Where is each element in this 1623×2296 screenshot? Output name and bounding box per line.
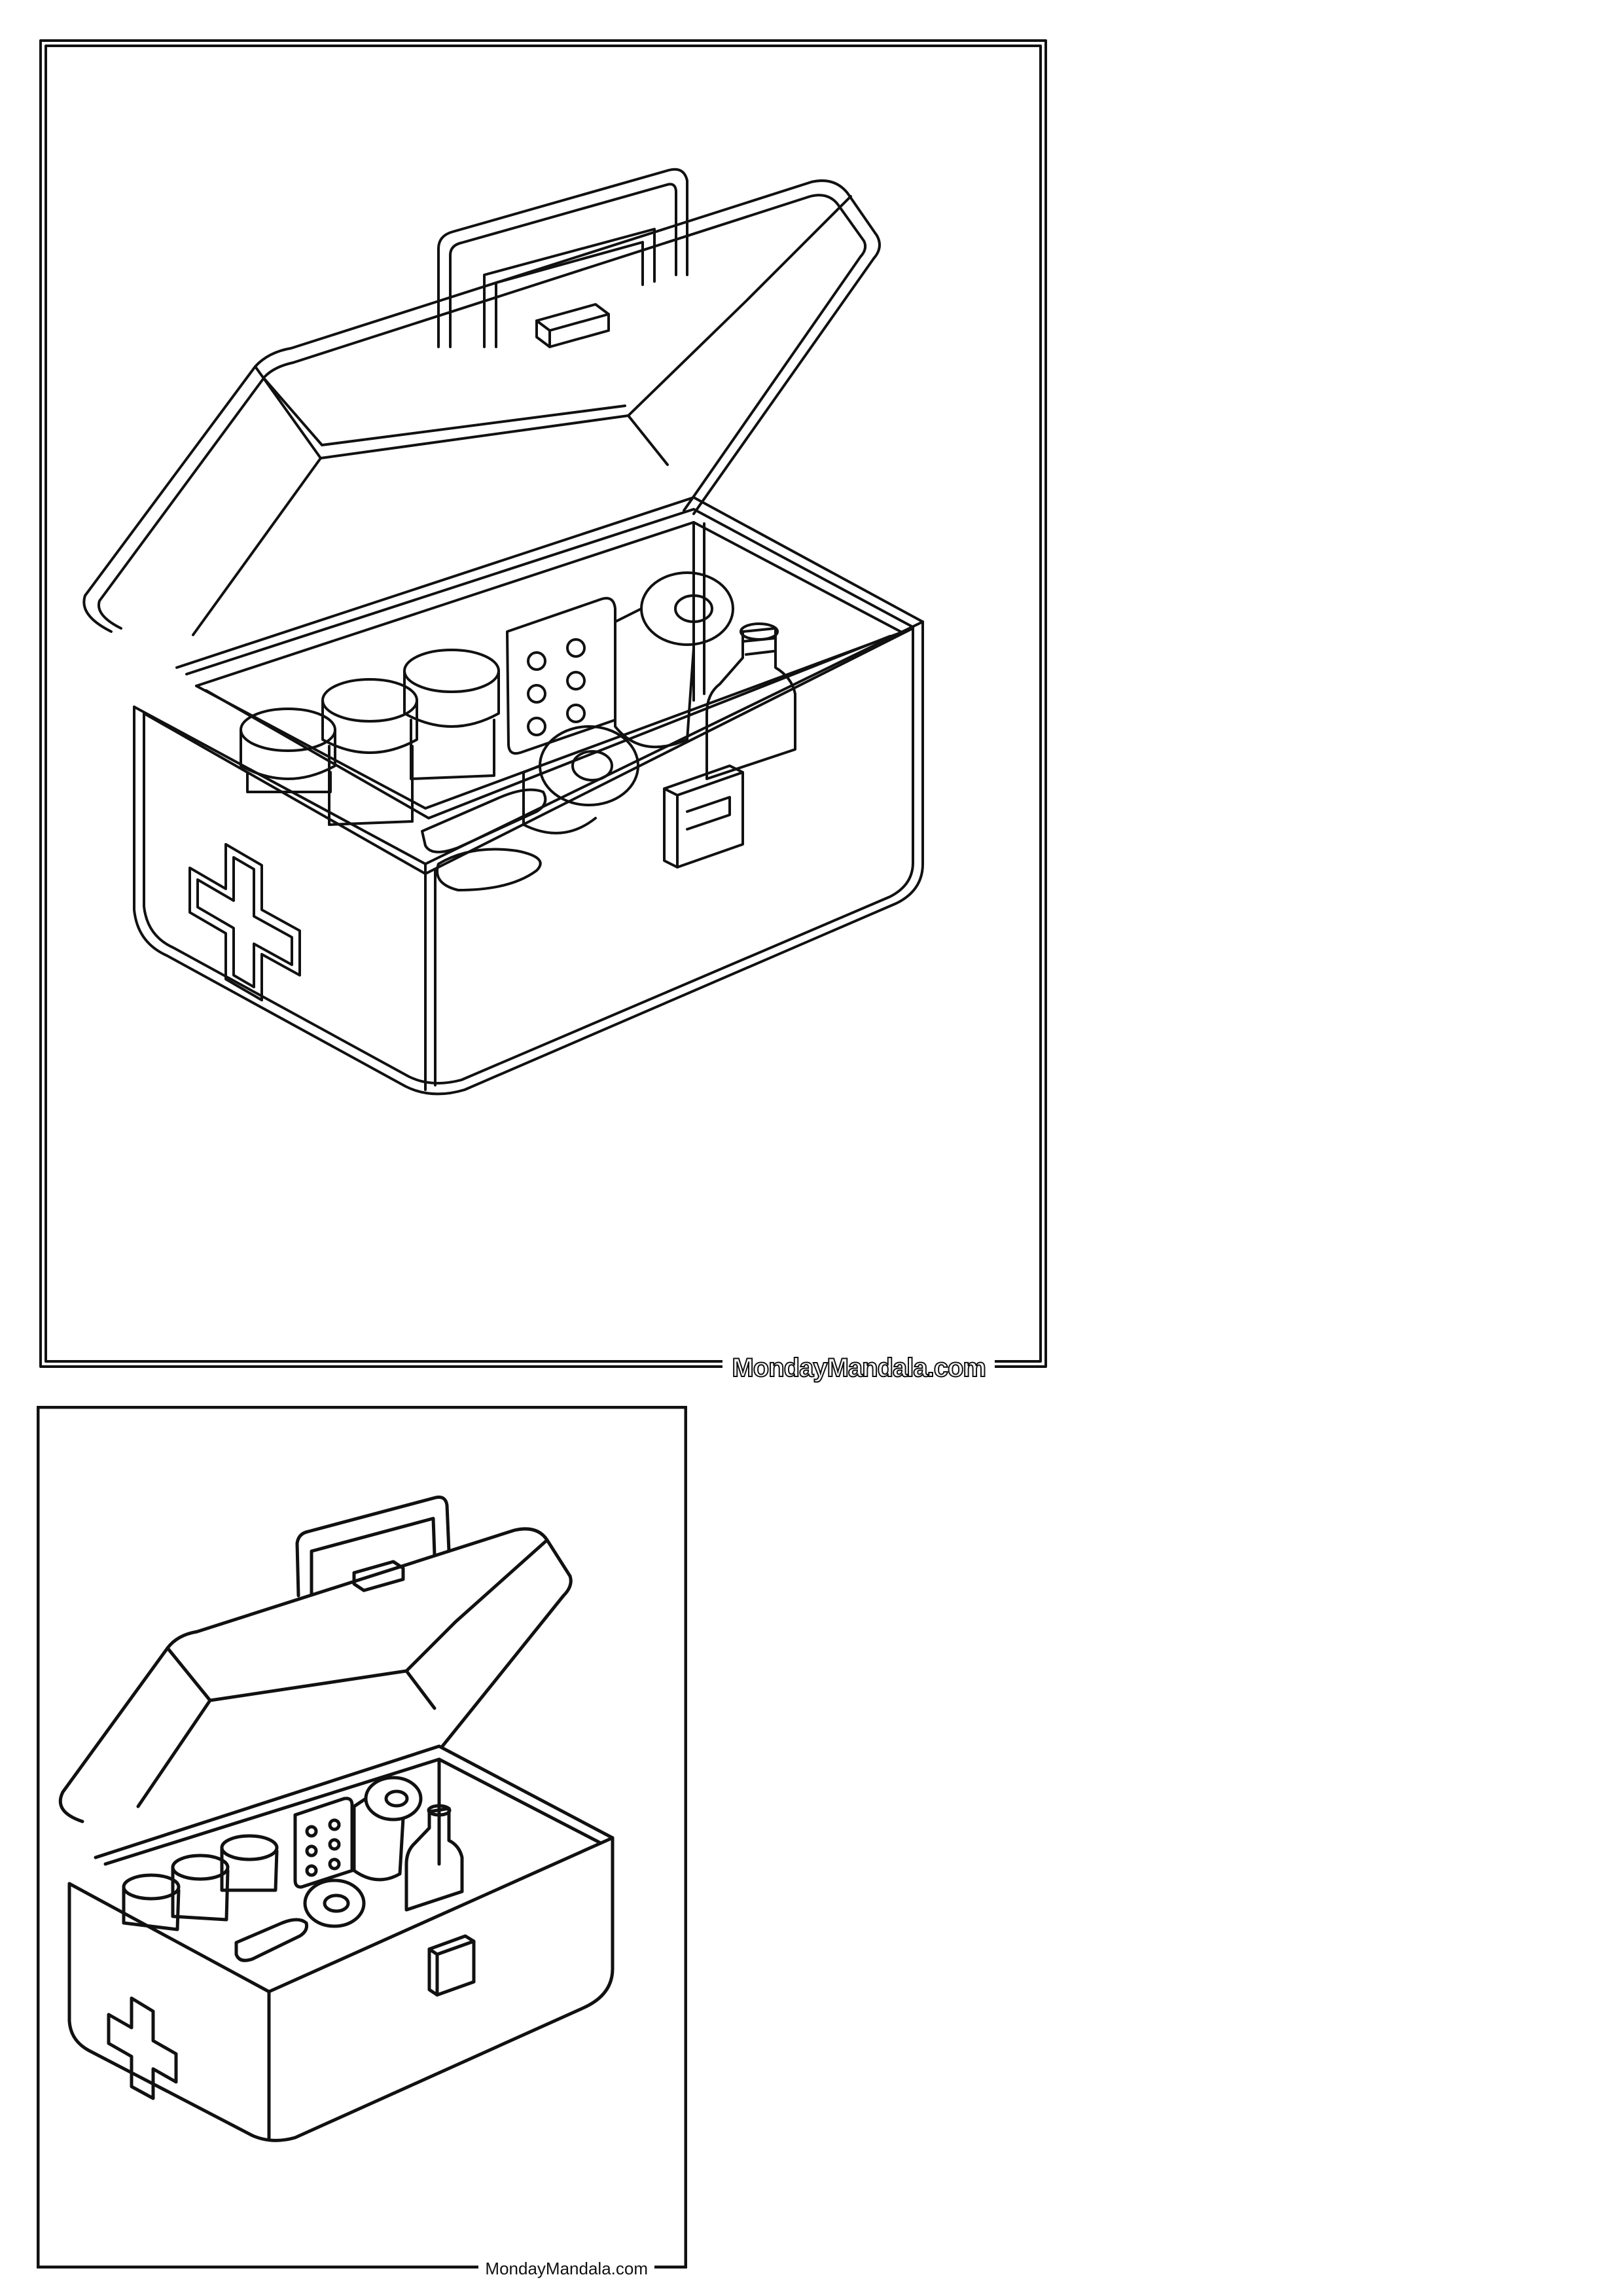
first-aid-kit-icon [58, 1496, 615, 2142]
first-aid-kit-icon [82, 168, 924, 1096]
medical-cross-icon [107, 1996, 178, 2100]
blister-pack-icon [506, 597, 616, 755]
medical-cross-icon [188, 843, 301, 1001]
first-aid-kit-bold-illustration [37, 1406, 687, 2269]
coloring-page-large: MondayMandala.com [39, 39, 1047, 1386]
blister-pack-icon [293, 1797, 354, 1889]
coloring-page-small: MondayMandala.com [37, 1406, 687, 2280]
page-frame [37, 1406, 687, 2269]
bandage-roll-icon [522, 571, 734, 834]
watermark-text-large: MondayMandala.com [722, 1350, 995, 1386]
bandage-roll-icon [303, 1776, 423, 1928]
pill-bottle-icon [122, 1834, 279, 1931]
first-aid-kit-outline-illustration [39, 39, 1047, 1368]
watermark-text-small: MondayMandala.com [478, 2257, 654, 2280]
page-frame-outer [39, 39, 1047, 1368]
medicine-bottle-icon [705, 622, 796, 780]
pill-bottle-icon [240, 649, 500, 826]
page-frame-inner [45, 45, 1042, 1363]
medicine-bottle-icon [404, 1804, 464, 1912]
